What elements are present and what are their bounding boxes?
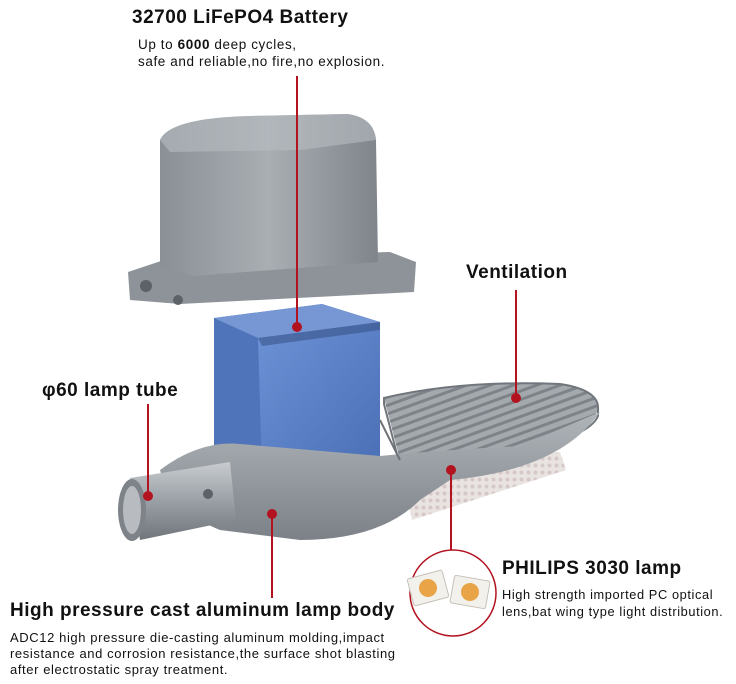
lamp-body-housing [160,412,600,540]
callout-lamp-body [267,509,277,598]
led-chip-closeup [406,549,497,637]
callout-led [446,465,456,554]
battery-desc-prefix: Up to [138,37,178,52]
lamp-body-desc-line2: resistance and corrosion resistance,the … [10,646,396,661]
callout-ventilation [511,290,521,403]
led-desc-line2: lens,bat wing type light distribution. [502,604,724,619]
battery-desc-line2: safe and reliable,no fire,no explosion. [138,54,386,69]
battery-cover [128,114,416,305]
ventilation-title: Ventilation [466,262,568,283]
led-desc-line1: High strength imported PC optical [502,587,714,602]
lamp-body-desc-line3: after electrostatic spray treatment. [10,662,229,677]
battery-pack [214,304,380,470]
lamp-tube [118,462,236,541]
led-title: PHILIPS 3030 lamp [502,558,682,579]
battery-desc-suffix: deep cycles, [210,37,297,52]
callout-lamp-tube [143,404,153,501]
led-description: High strength imported PC optical lens,b… [502,586,723,620]
battery-description: Up to 6000 deep cycles, safe and reliabl… [138,36,385,70]
lamp-body-description: ADC12 high pressure die-casting aluminum… [10,630,396,678]
battery-title: 32700 LiFePO4 Battery [132,7,349,28]
led-chip-icon [406,569,450,607]
lamp-body-desc-line1: ADC12 high pressure die-casting aluminum… [10,630,385,645]
battery-cycle-count: 6000 [177,37,211,52]
lamp-body-title: High pressure cast aluminum lamp body [10,600,395,621]
lamp-tube-title: φ60 lamp tube [42,380,179,401]
callout-battery [292,76,302,332]
led-chip-icon [449,574,491,610]
